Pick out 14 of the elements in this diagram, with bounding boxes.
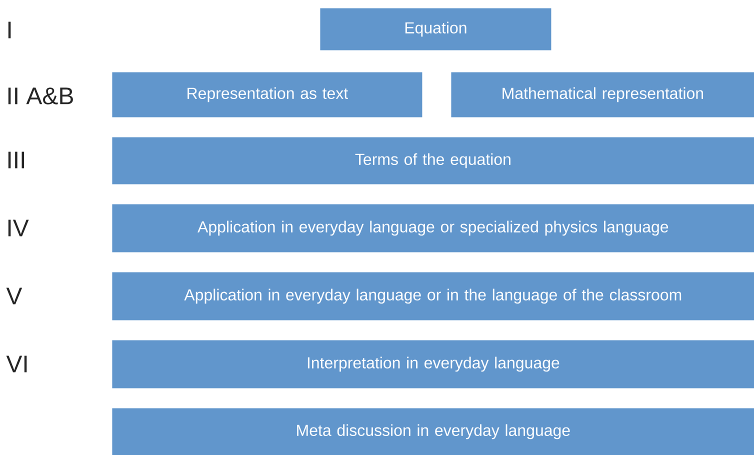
level-label: IV bbox=[8, 220, 29, 236]
text-box: Representation as text bbox=[112, 72, 422, 118]
text-box: Application in everyday language or in the language of the classroom bbox=[112, 272, 754, 320]
text-box: Meta discussion in everyday language bbox=[112, 408, 754, 455]
level-label: VI bbox=[6, 356, 27, 372]
level-label: II A&B bbox=[8, 88, 73, 104]
text-box: Interpretation in everyday language bbox=[112, 340, 754, 388]
text-box: Equation bbox=[320, 8, 552, 50]
level-label: V bbox=[6, 288, 22, 304]
level-label: III bbox=[8, 152, 24, 168]
text-box: Application in everyday language or specialized physics language bbox=[112, 204, 754, 252]
text-box: Mathematical representation bbox=[451, 72, 754, 118]
level-label: I bbox=[8, 22, 11, 38]
text-box: Terms of the equation bbox=[112, 137, 754, 184]
